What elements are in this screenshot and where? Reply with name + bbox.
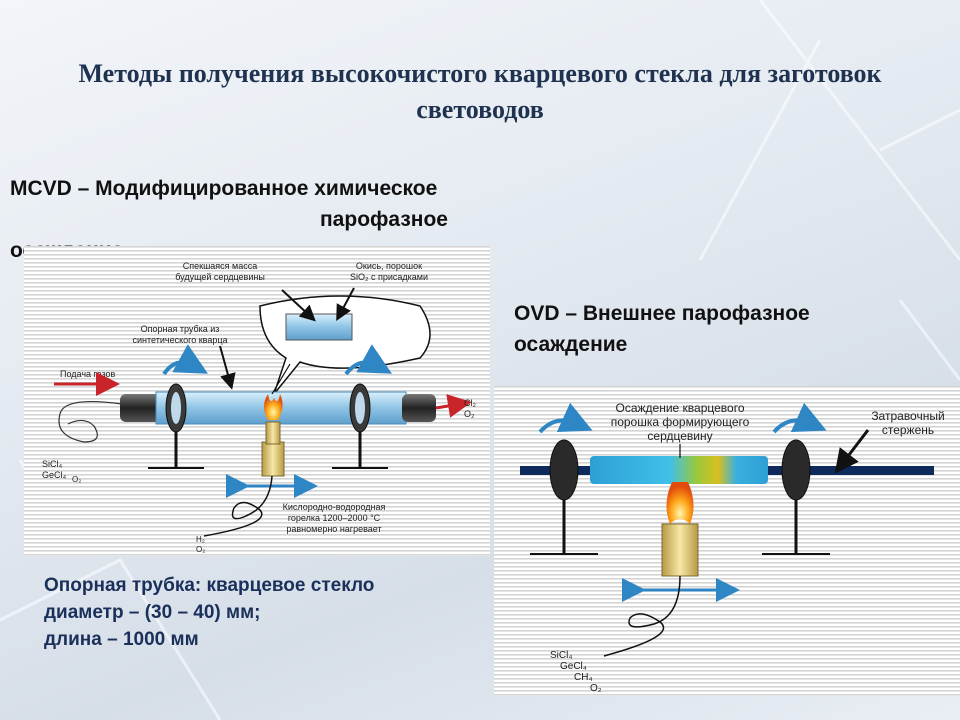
label-ovd-ch4: CH₄ — [574, 672, 593, 683]
label-out-cl2: Cl₂ — [464, 398, 476, 408]
ovd-left-chuck — [549, 439, 579, 501]
spec-tube-material: Опорная трубка: кварцевое стекло — [44, 575, 375, 596]
label-h2: H₂ — [196, 535, 205, 544]
burner-pointer — [271, 363, 291, 395]
mcvd-flame — [264, 394, 283, 420]
ovd-burner-tubing — [603, 575, 681, 657]
label-seed-2: стержень — [882, 423, 934, 437]
spec-length: длина – 1000 мм — [44, 629, 199, 650]
label-o2-burner: O₂ — [196, 545, 205, 554]
label-seed-1: Затравочный — [871, 409, 944, 423]
slide-title: Методы получения высокочистого кварцевог… — [78, 59, 882, 124]
ovd-left-rotation-arrow — [538, 402, 593, 434]
label-tube-1: Опорная трубка из — [141, 324, 220, 334]
magnified-tube-section — [285, 313, 353, 341]
spec-diameter: диаметр – (30 – 40) мм; — [44, 602, 261, 623]
label-oxide-1: Окись, порошок — [356, 261, 422, 271]
ovd-right-chuck — [781, 439, 811, 501]
mcvd-burner-nozzle — [265, 421, 281, 445]
ovd-heading-line2: осаждение — [514, 333, 628, 356]
label-tube-2: синтетического кварца — [133, 335, 228, 345]
label-in-sicl4: SiCl₄ — [42, 459, 63, 469]
tube-right-cap — [402, 394, 436, 422]
left-chuck-hub — [171, 392, 181, 424]
arrow-seed — [834, 429, 870, 474]
mcvd-burner — [261, 441, 285, 477]
ovd-heading-line1: OVD – Внешнее парофазное — [514, 302, 810, 325]
ovd-diagram: Осаждение кварцевого порошка формирующег… — [494, 386, 960, 696]
ovd-burner — [661, 523, 699, 577]
label-deposition-2: порошка формирующего — [611, 415, 750, 429]
mcvd-specs: Опорная трубка: кварцевое стекло диаметр… — [44, 572, 484, 653]
label-in-o2: O₂ — [72, 475, 81, 484]
left-rotation-arrow — [162, 344, 208, 376]
right-rotation-arrow — [344, 344, 392, 376]
label-burner-1: Кислородно-водородная — [283, 502, 386, 512]
right-chuck-hub — [355, 392, 365, 424]
label-ovd-gecl4: GeCl₄ — [560, 661, 587, 672]
arrow-gas-out — [435, 394, 472, 418]
mcvd-diagram: Спекшаяся масса будущей сердцевины Окись… — [24, 246, 490, 556]
label-gas-feed: Подача газов — [60, 369, 116, 379]
label-deposition-1: Осаждение кварцевого — [616, 401, 745, 415]
label-sintered-2: будущей сердцевины — [175, 272, 265, 282]
ovd-flame — [666, 482, 694, 524]
deposited-preform — [590, 456, 768, 484]
inlet-tubing — [58, 400, 123, 443]
arrow-oxide — [336, 287, 355, 322]
mcvd-heading-line1: MCVD – Модифицированное химическое — [10, 177, 438, 200]
label-sintered-1: Спекшаяся масса — [183, 261, 258, 271]
label-in-gecl4: GeCl₄ — [42, 470, 67, 480]
ovd-heading: OVD – Внешнее парофазное осаждение — [514, 298, 954, 360]
label-out-o2: O₂ — [464, 409, 475, 419]
label-burner-2: горелка 1200–2000 °C — [288, 513, 381, 523]
ovd-right-rotation-arrow — [772, 402, 827, 434]
mcvd-heading: MCVD – Модифицированное химическое пароф… — [10, 173, 570, 266]
label-oxide-2: SiO₂ с присадками — [350, 272, 428, 282]
label-ovd-sicl4: SiCl₄ — [550, 650, 572, 661]
arrow-tube — [219, 345, 236, 390]
label-burner-3: равномерно нагревает — [286, 524, 381, 534]
arrow-sintered — [281, 289, 316, 322]
mcvd-heading-line2: парофазное — [320, 208, 448, 231]
tube-left-cap — [120, 394, 160, 422]
label-ovd-o2: O₂ — [590, 683, 602, 694]
label-deposition-3: сердцевину — [647, 429, 712, 443]
burner-tubing — [203, 475, 273, 537]
ovd-panel-background — [494, 386, 960, 696]
